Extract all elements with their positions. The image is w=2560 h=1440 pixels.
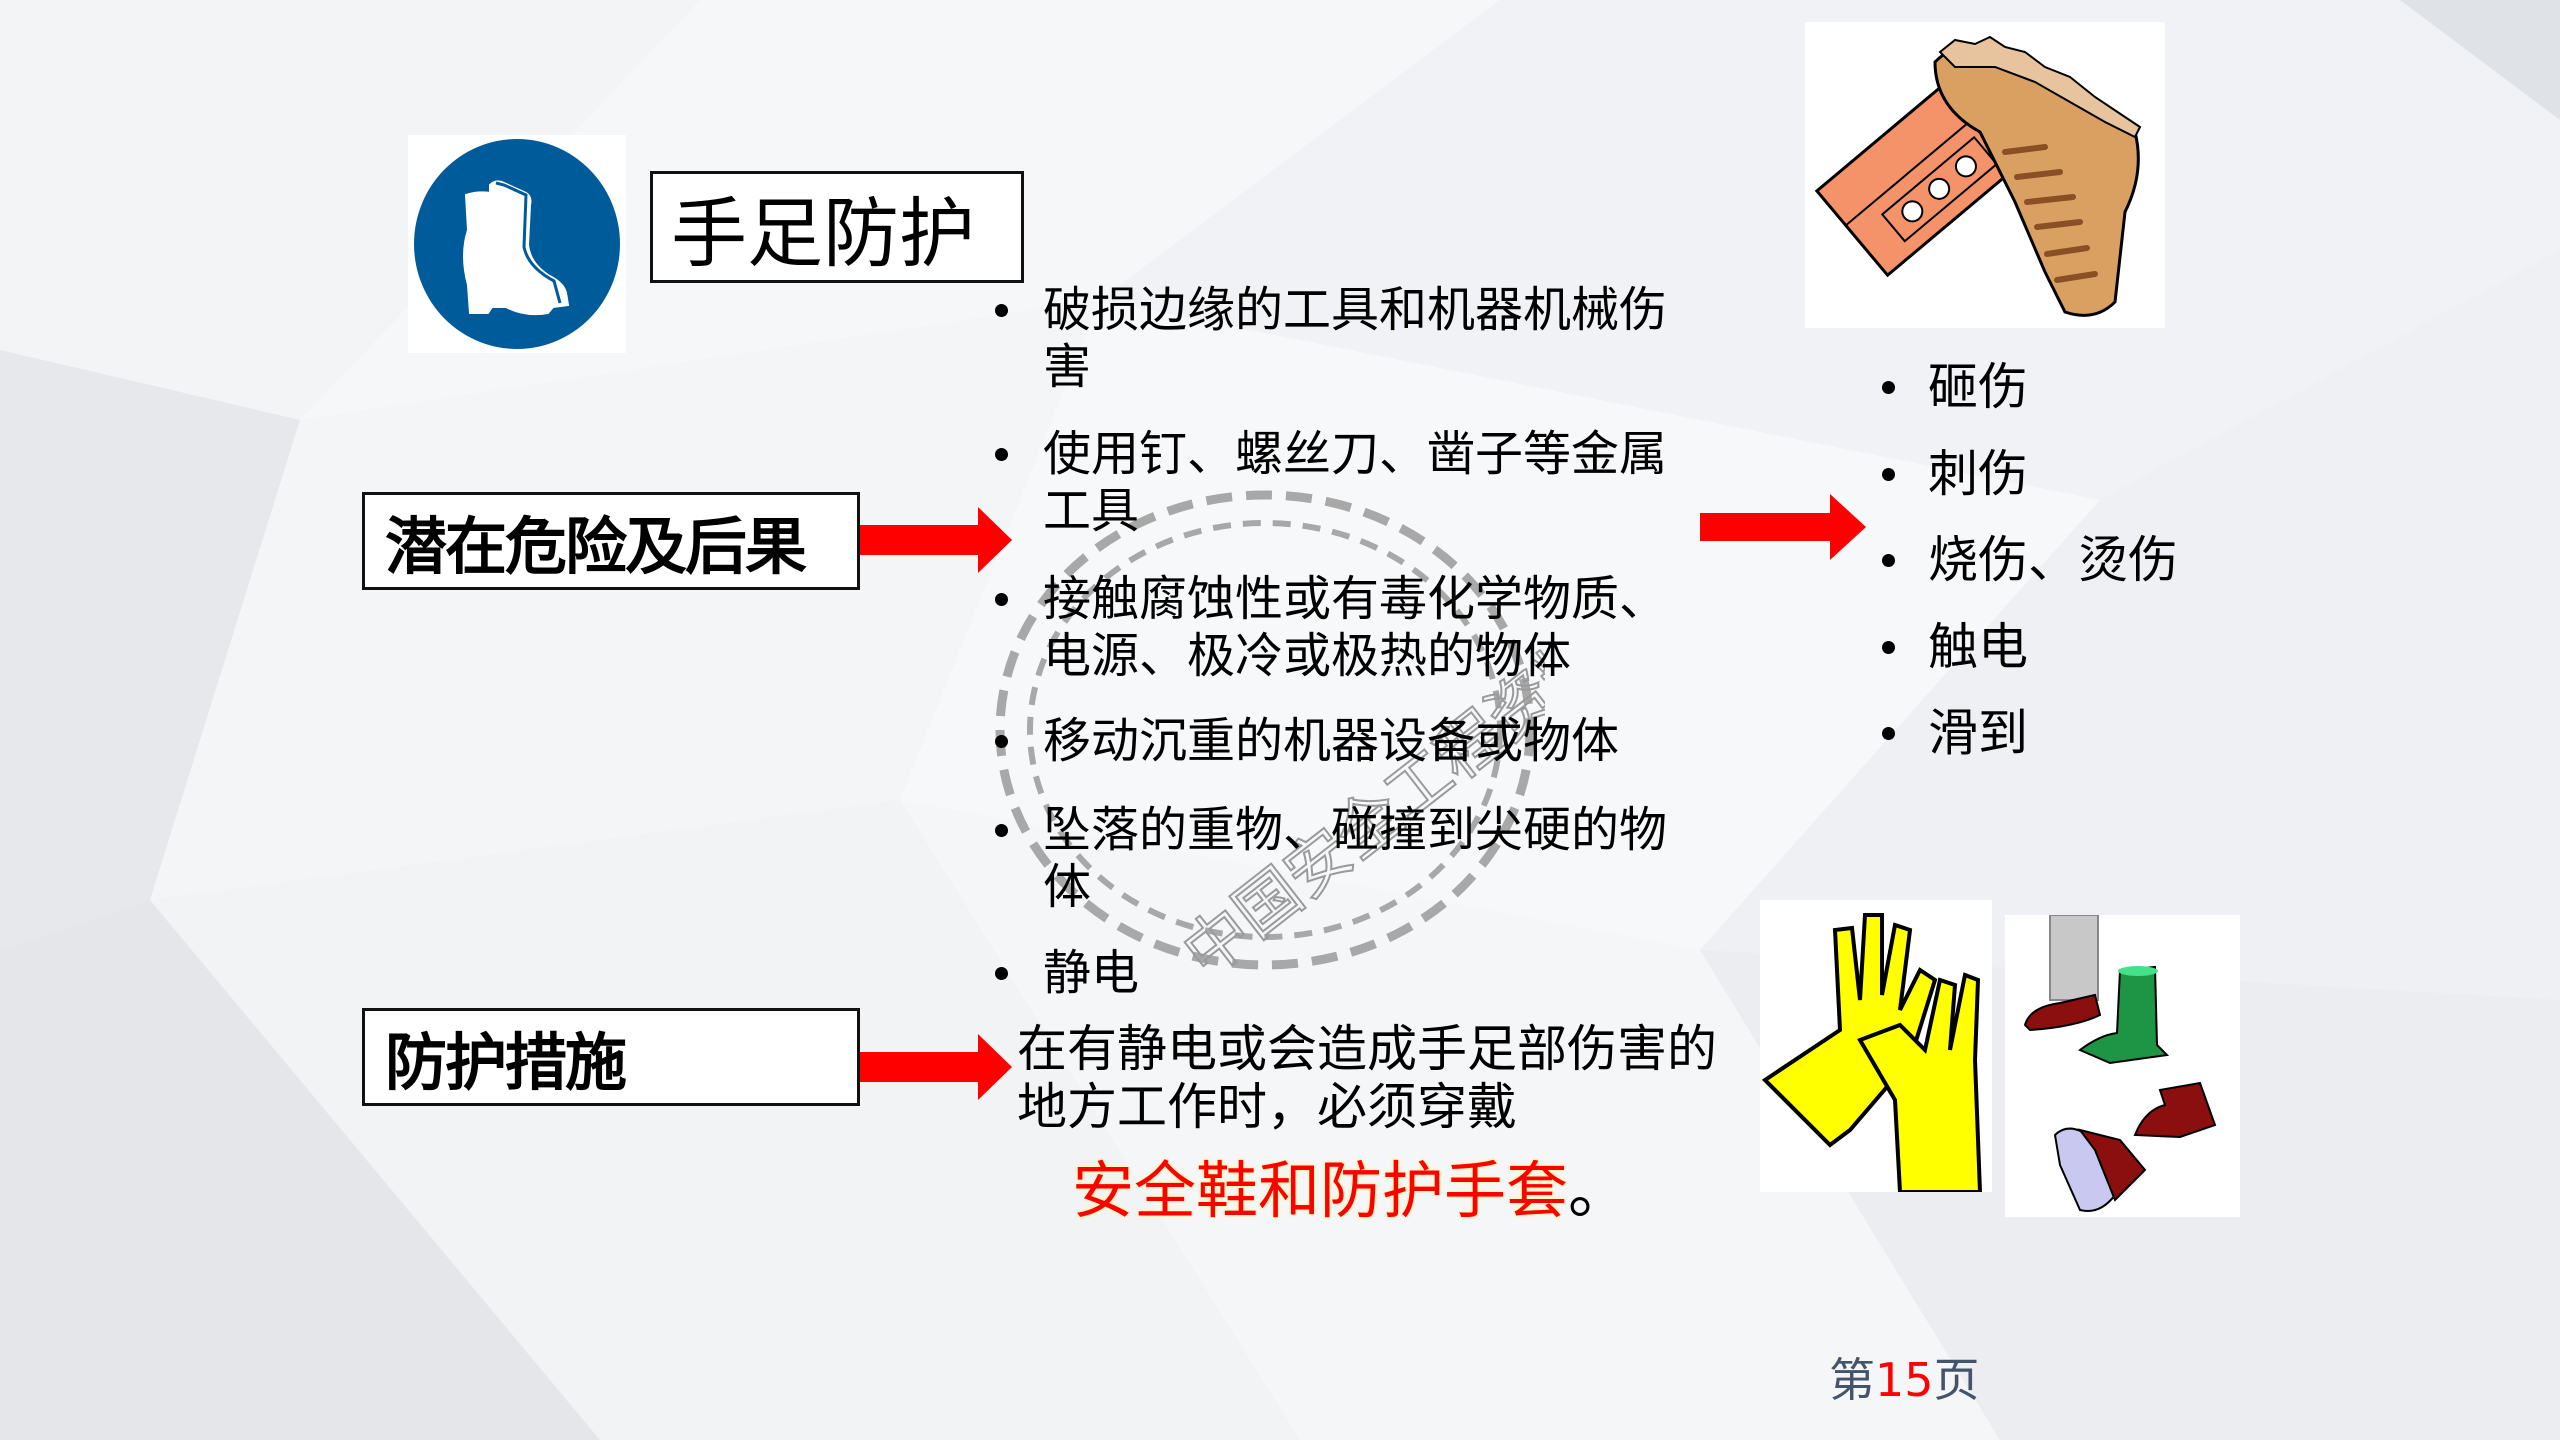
bullet-icon (1882, 468, 1895, 481)
hazard-section-label: 潜在危险及后果 (362, 492, 860, 590)
cause-item: 坠落的重物、碰撞到尖硬的物体 (995, 802, 1763, 916)
boot-stepping-on-brick-icon (1814, 35, 2142, 317)
bullet-icon (995, 824, 1008, 837)
bullet-icon (995, 448, 1008, 461)
boot-brick-illustration (1805, 22, 2165, 328)
bullet-icon (995, 304, 1008, 317)
consequence-arrow-icon (1700, 494, 1866, 560)
hazard-label-text: 潜在危险及后果 (385, 510, 807, 583)
consequence-item: 烧伤、烫伤 (1880, 530, 2178, 590)
measures-arrow-icon (860, 1034, 1012, 1100)
consequence-item: 刺伤 (1880, 444, 2028, 504)
bullet-icon (1882, 727, 1895, 740)
cause-item: 静电 (995, 945, 1763, 1002)
bullet-icon (995, 593, 1008, 606)
measures-emphasis: 安全鞋和防护手套。 (1072, 1154, 1631, 1227)
hazard-arrow-icon (860, 507, 1012, 573)
safety-boot-icon (414, 139, 620, 349)
cause-item: 使用钉、螺丝刀、凿子等金属工具 (995, 426, 1763, 540)
bullet-icon (995, 735, 1008, 748)
slide-title-text: 手足防护 (671, 189, 975, 278)
cause-item: 接触腐蚀性或有毒化学物质、电源、极冷或极热的物体 (995, 571, 1763, 685)
bullet-icon (1882, 554, 1895, 567)
shoes-illustration (2005, 914, 2240, 1217)
bullet-icon (995, 967, 1008, 980)
page-number: 第15页 (1829, 1353, 1980, 1407)
consequence-item: 砸伤 (1880, 357, 2028, 417)
bullet-icon (1882, 381, 1895, 394)
measures-label-text: 防护措施 (385, 1026, 627, 1099)
bullet-icon (1882, 641, 1895, 654)
measures-description: 在有静电或会造成手足部伤害的 地方工作时，必须穿戴 (1017, 1020, 1717, 1136)
consequence-item: 触电 (1880, 617, 2028, 677)
consequence-item: 滑到 (1880, 703, 2028, 763)
cause-item: 破损边缘的工具和机器机械伤害 (995, 282, 1763, 396)
measures-section-label: 防护措施 (362, 1008, 860, 1106)
gloves-illustration (1760, 900, 1992, 1194)
foot-protection-sign (408, 135, 626, 353)
cause-item: 移动沉重的机器设备或物体 (995, 713, 1763, 770)
slide-title: 手足防护 (650, 171, 1024, 283)
yellow-gloves-icon (1761, 913, 1983, 1194)
safety-shoes-icon (2023, 914, 2217, 1212)
